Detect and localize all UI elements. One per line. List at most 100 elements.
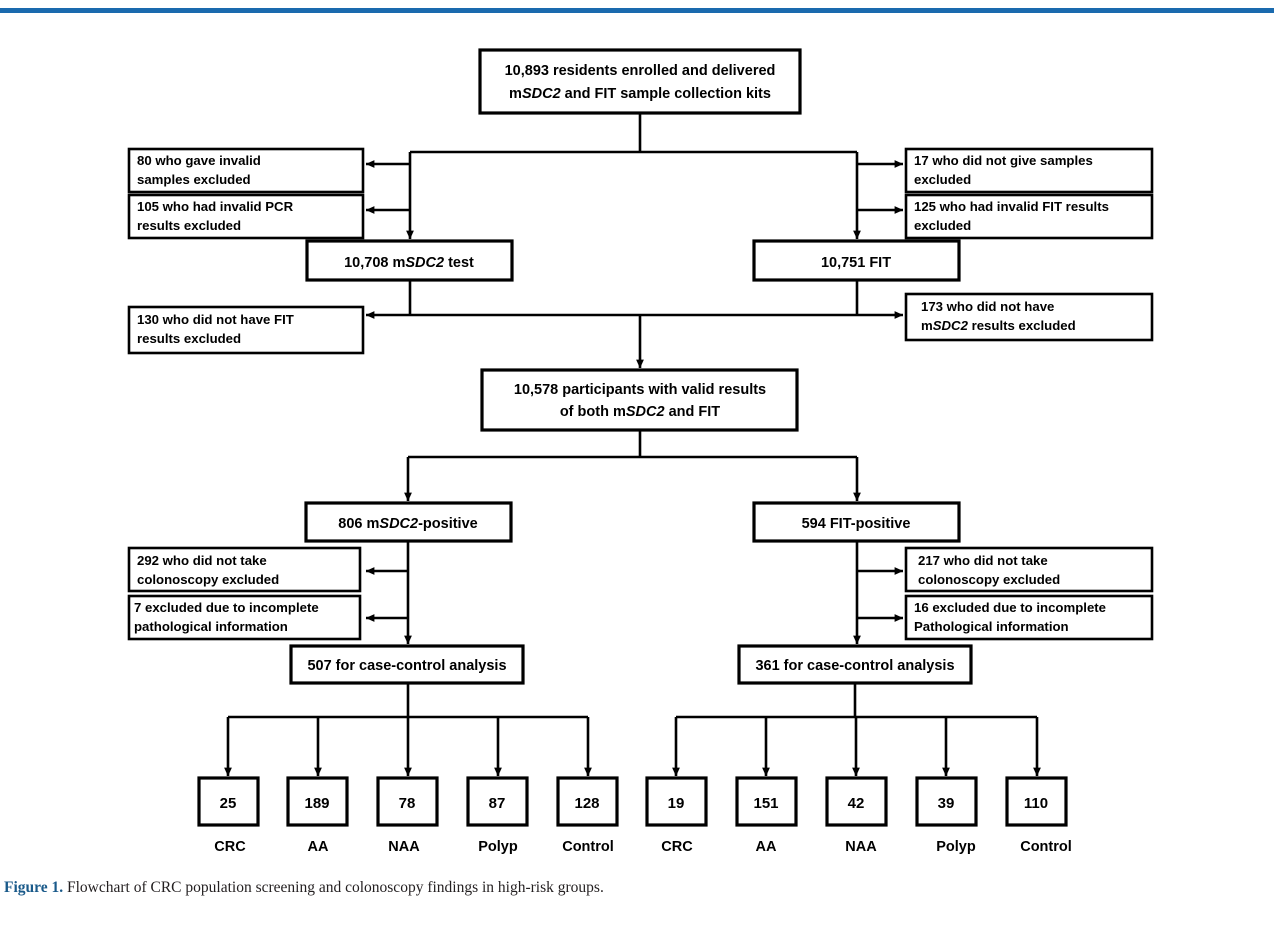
leaf-left-1: 189 AA [286, 776, 349, 855]
leaf-right-1-value: 151 [753, 795, 778, 812]
figure-caption-text: Flowchart of CRC population screening an… [63, 879, 604, 896]
excl-no-msdc2-results-line2-b: results excluded [968, 318, 1076, 333]
excl-invalid-samples-line1: 80 who gave invalid [137, 153, 261, 168]
node-excl-no-colo-left: 292 who did not take colonoscopy exclude… [127, 546, 362, 593]
case-control-right-label: 361 for case-control analysis [755, 658, 954, 674]
msdc2-test-post: test [444, 255, 474, 271]
leaf-right-3: 39 Polyp [915, 776, 978, 855]
node-msdc2-positive: 806 mSDC2-positive [304, 501, 513, 543]
leaf-right-2-value: 42 [848, 795, 865, 812]
node-excl-invalid-pcr: 105 who had invalid PCR results excluded [127, 193, 365, 240]
excl-no-colo-left-line1: 292 who did not take [137, 553, 267, 568]
leaf-group-right: 19 CRC 151 AA 42 NAA 39 Polyp 110 Contro… [645, 776, 1072, 855]
excl-no-samples-line2: excluded [914, 172, 971, 187]
leaf-right-3-value: 39 [938, 795, 955, 812]
excl-no-msdc2-results-line2-a: m [921, 318, 933, 333]
excl-no-fit-results-line1: 130 who did not have FIT [137, 312, 294, 327]
leaf-right-1-label: AA [756, 839, 777, 855]
excl-no-msdc2-results-line1: 173 who did not have [921, 299, 1054, 314]
excl-invalid-fit-line1: 125 who had invalid FIT results [914, 199, 1109, 214]
node-excl-no-samples: 17 who did not give samples excluded [904, 147, 1154, 194]
leaf-left-1-value: 189 [304, 795, 329, 812]
leaf-right-4-label: Control [1020, 839, 1072, 855]
node-excl-incomplete-path-left: 7 excluded due to incomplete pathologica… [127, 594, 362, 641]
node-excl-no-fit-results: 130 who did not have FIT results exclude… [127, 305, 365, 355]
leaf-left-3: 87 Polyp [466, 776, 529, 855]
node-excl-no-colo-right: 217 who did not take colonoscopy exclude… [904, 546, 1154, 593]
excl-no-colo-left-line2: colonoscopy excluded [137, 572, 279, 587]
figure-caption: Figure 1. Flowchart of CRC population sc… [4, 878, 1270, 899]
valid-both-line2-a: of both m [560, 404, 626, 420]
node-excl-no-msdc2-results: 173 who did not have mSDC2 results exclu… [904, 292, 1154, 342]
enrolled-line2-b: and FIT sample collection kits [561, 86, 771, 102]
node-case-control-right: 361 for case-control analysis [737, 644, 973, 685]
leaf-right-2: 42 NAA [825, 776, 888, 855]
leaf-left-2: 78 NAA [376, 776, 439, 855]
excl-no-samples-line1: 17 who did not give samples [914, 153, 1093, 168]
excl-no-colo-right-line1: 217 who did not take [918, 553, 1048, 568]
excl-no-msdc2-results-line2-italic: SDC2 [933, 318, 969, 333]
connector-layer [224, 113, 1041, 777]
excl-incomplete-path-right-line1: 16 excluded due to incomplete [914, 600, 1106, 615]
leaf-left-0-value: 25 [220, 795, 237, 812]
excl-invalid-pcr-line2: results excluded [137, 218, 241, 233]
leaf-left-3-value: 87 [489, 795, 506, 812]
flowchart-figure: 10,893 residents enrolled and delivered … [0, 18, 1274, 858]
node-case-control-left: 507 for case-control analysis [289, 644, 525, 685]
leaf-right-4-value: 110 [1024, 795, 1048, 812]
leaf-right-4: 110 Control [1005, 776, 1072, 855]
fit-positive-label: 594 FIT-positive [802, 516, 911, 532]
fit-test-label: 10,751 FIT [821, 255, 891, 271]
excl-incomplete-path-right-line2: Pathological information [914, 619, 1069, 634]
enrolled-line2-italic: SDC2 [522, 86, 561, 102]
leaf-left-4-label: Control [562, 839, 614, 855]
msdc2-positive-italic: SDC2 [379, 516, 418, 532]
svg-text:mSDC2 and FIT sample collectio: mSDC2 and FIT sample collection kits [509, 86, 771, 102]
excl-invalid-fit-line2: excluded [914, 218, 971, 233]
leaf-right-0: 19 CRC [645, 776, 708, 855]
leaf-left-2-label: NAA [388, 839, 420, 855]
excl-no-fit-results-line2: results excluded [137, 331, 241, 346]
node-fit-test: 10,751 FIT [752, 239, 961, 282]
leaf-left-3-label: Polyp [478, 839, 518, 855]
leaf-right-3-label: Polyp [936, 839, 976, 855]
leaf-left-0-label: CRC [214, 839, 246, 855]
excl-incomplete-path-left-line2: pathological information [134, 619, 288, 634]
msdc2-test-italic: SDC2 [405, 255, 444, 271]
leaf-left-2-value: 78 [399, 795, 416, 812]
leaf-group-left: 25 CRC 189 AA 78 NAA 87 Polyp 128 Contro… [197, 776, 619, 855]
msdc2-positive-pre: 806 m [338, 516, 379, 532]
excl-incomplete-path-left-line1: 7 excluded due to incomplete [134, 600, 319, 615]
svg-text:of both mSDC2 and FIT: of both mSDC2 and FIT [560, 404, 720, 420]
node-excl-invalid-fit: 125 who had invalid FIT results excluded [904, 193, 1154, 240]
excl-no-colo-right-line2: colonoscopy excluded [918, 572, 1060, 587]
leaf-right-1: 151 AA [735, 776, 798, 855]
leaf-right-0-label: CRC [661, 839, 693, 855]
node-excl-incomplete-path-right: 16 excluded due to incomplete Pathologic… [904, 594, 1154, 641]
excl-invalid-pcr-line1: 105 who had invalid PCR [137, 199, 294, 214]
top-accent-rule [0, 8, 1274, 13]
node-enrolled: 10,893 residents enrolled and delivered … [478, 48, 802, 115]
case-control-left-label: 507 for case-control analysis [307, 658, 506, 674]
valid-both-line2-b: and FIT [665, 404, 721, 420]
leaf-left-4-value: 128 [574, 795, 599, 812]
enrolled-line2-a: m [509, 86, 522, 102]
msdc2-positive-post: -positive [418, 516, 478, 532]
leaf-left-0: 25 CRC [197, 776, 260, 855]
leaf-left-4: 128 Control [556, 776, 619, 855]
valid-both-line2-italic: SDC2 [626, 404, 665, 420]
svg-text:806 mSDC2-positive: 806 mSDC2-positive [338, 516, 477, 532]
leaf-right-0-value: 19 [668, 795, 685, 812]
figure-caption-label: Figure 1. [4, 879, 64, 896]
svg-text:10,708 mSDC2 test: 10,708 mSDC2 test [344, 255, 474, 271]
node-fit-positive: 594 FIT-positive [752, 501, 961, 543]
node-valid-both: 10,578 participants with valid results o… [480, 368, 799, 432]
node-excl-invalid-samples: 80 who gave invalid samples excluded [127, 147, 365, 194]
enrolled-line1: 10,893 residents enrolled and delivered [505, 63, 776, 79]
node-msdc2-test: 10,708 mSDC2 test [305, 239, 514, 282]
svg-text:mSDC2 results excluded: mSDC2 results excluded [921, 318, 1076, 333]
valid-both-line1: 10,578 participants with valid results [514, 382, 766, 398]
leaf-right-2-label: NAA [845, 839, 877, 855]
excl-invalid-samples-line2: samples excluded [137, 172, 251, 187]
msdc2-test-pre: 10,708 m [344, 255, 405, 271]
